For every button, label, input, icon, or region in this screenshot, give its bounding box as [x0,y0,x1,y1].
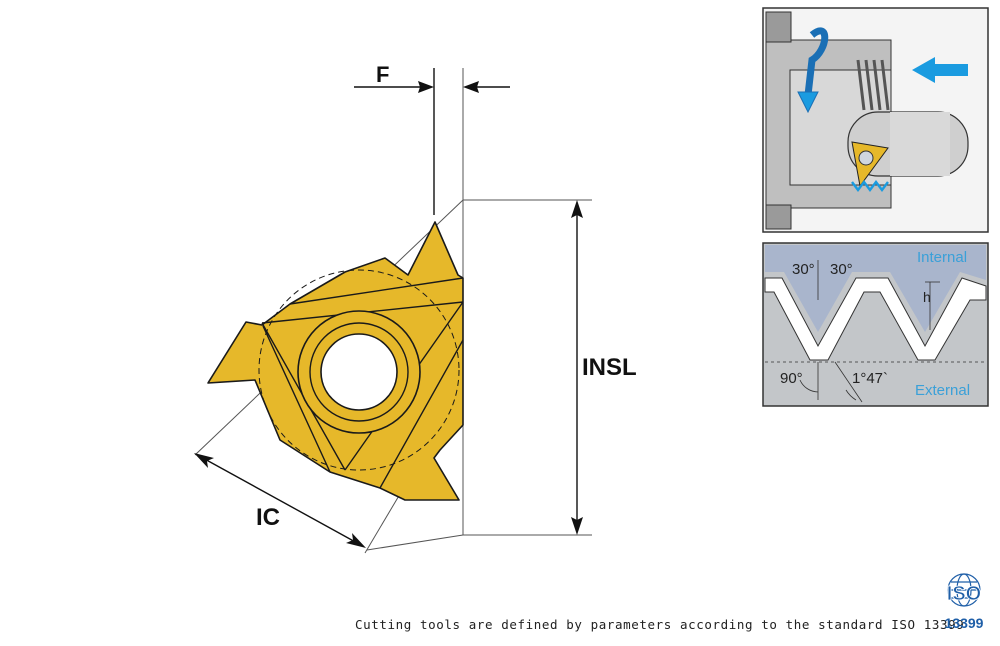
dim-label-f: F [376,62,389,87]
profile-height-label: h [923,289,931,305]
profile-helix-line [834,361,863,403]
mini-thread-teeth [851,180,889,192]
boring-bar-flat [890,112,950,176]
f-arrow-right-head [463,81,479,93]
insl-arrow-bottom [571,517,583,535]
thread-profile: 30° 30° h Internal External 90° 1°47` [762,242,989,407]
profile-internal-label: Internal [917,249,967,266]
ic-construction-bottom [366,534,464,551]
profile-angle-left: 30° [792,261,815,278]
chuck-step-top [765,11,792,43]
dim-label-insl: INSL [582,354,637,381]
profile-internal-region [765,245,986,332]
profile-90-arc [799,379,819,393]
f-arrow-left-head [418,81,434,93]
profile-external-label: External [915,382,970,399]
profile-angle-root: 90° [780,370,803,387]
profile-helix-angle: 1°47` [852,370,888,387]
insert-hole [320,333,398,411]
insl-arrow-top [571,200,583,218]
rotation-arrow-head [797,91,819,114]
rotation-arrow-icon [804,27,829,96]
ic-arrow-right [346,533,366,548]
iso-logo-top: ISO [947,583,981,605]
mini-insert-screw [858,150,874,166]
profile-gap [764,277,987,361]
insert-inscribed-circle [258,269,460,471]
globe-icon [947,573,981,607]
bore-thread-ridges [856,59,890,111]
threading-illustration [762,7,989,233]
chuck-step-bottom [765,204,792,230]
iso-13399-logo: ISO 13399 [945,573,984,631]
ic-dimension-line [200,456,360,545]
profile-helix-arc [845,389,857,401]
ic-arrow-left [194,453,214,468]
iso-logo-bottom: 13399 [945,615,984,631]
standard-caption: Cutting tools are defined by parameters … [355,617,965,632]
dim-label-ic: IC [256,504,280,531]
insert-drawing: F INSL IC [194,62,637,554]
profile-angle-right: 30° [830,261,853,278]
feed-arrow-icon [912,57,968,83]
